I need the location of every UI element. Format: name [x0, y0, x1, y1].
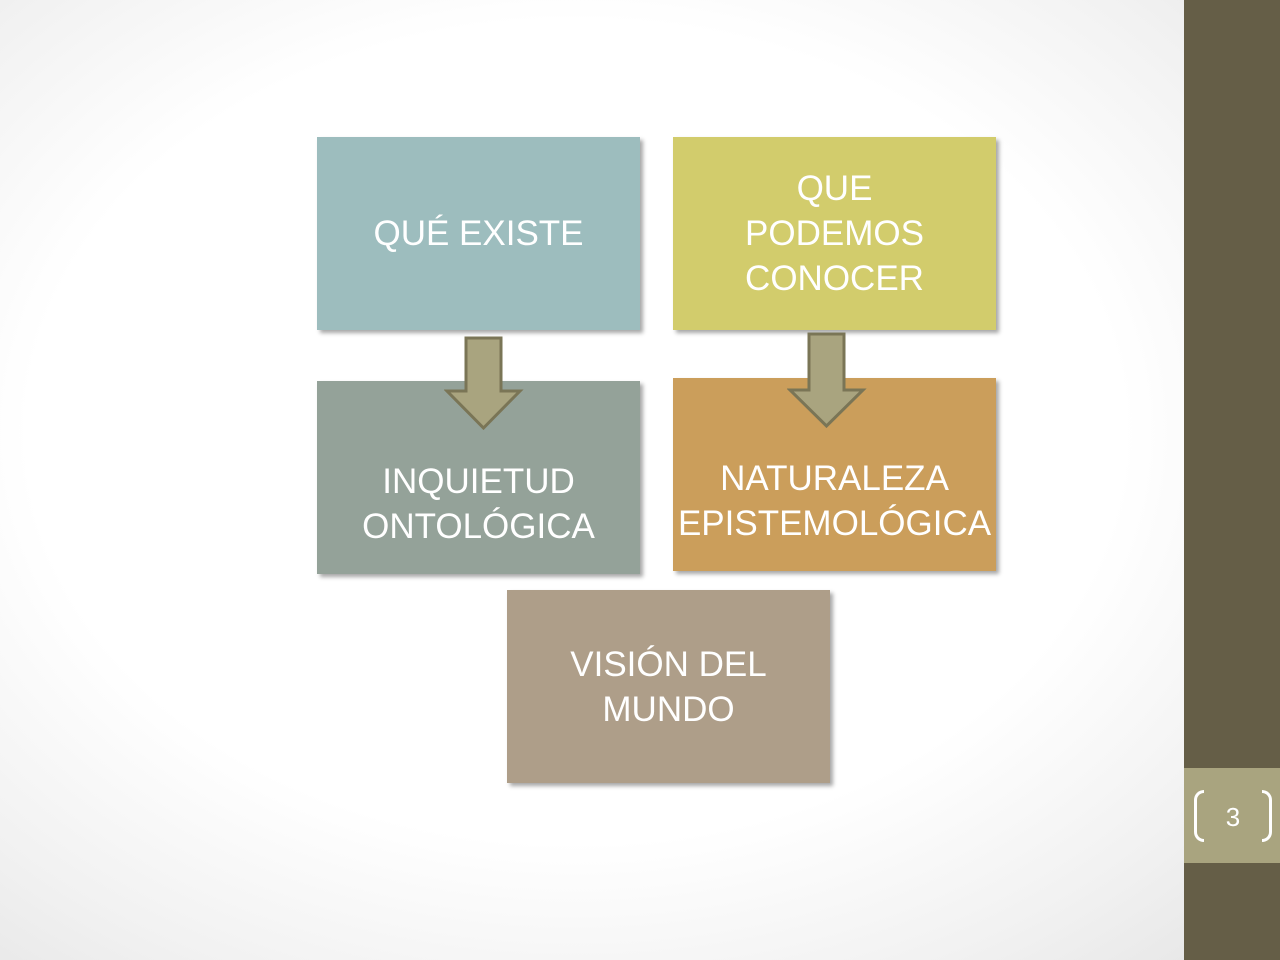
right-bracket-icon — [1262, 790, 1272, 842]
box-que-podemos-conocer: QUE PODEMOS CONOCER — [673, 137, 996, 330]
down-arrow-icon — [787, 332, 867, 428]
page-number: 3 — [1225, 802, 1241, 832]
box-label: NATURALEZA EPISTEMOLÓGICA — [677, 458, 992, 543]
box-vision-del-mundo: VISIÓN DEL MUNDO — [507, 590, 830, 783]
box-label: INQUIETUD ONTOLÓGICA — [362, 461, 595, 546]
box-label: QUE PODEMOS CONOCER — [745, 169, 924, 298]
page-number-band — [1184, 768, 1280, 863]
box-label: QUÉ EXISTE — [373, 214, 584, 253]
box-que-existe: QUÉ EXISTE — [317, 137, 640, 330]
left-bracket-icon — [1194, 790, 1204, 842]
down-arrow-icon — [444, 336, 524, 431]
box-label: VISIÓN DEL MUNDO — [570, 644, 767, 729]
box-inquietud-ontologica: INQUIETUD ONTOLÓGICA — [317, 381, 640, 574]
